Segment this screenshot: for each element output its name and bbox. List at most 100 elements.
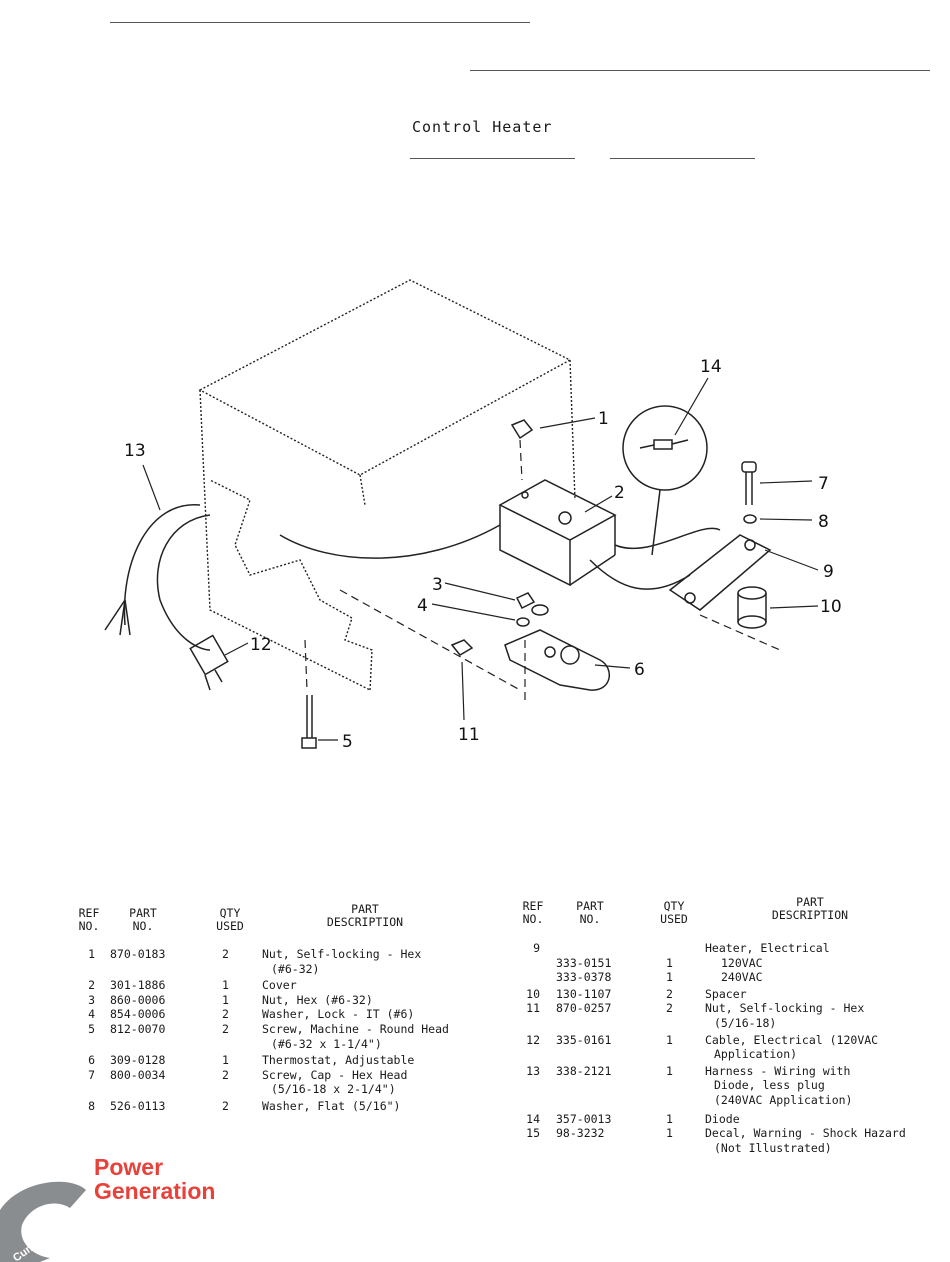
callout-8: 8 — [818, 512, 829, 532]
header-part-description: PART DESCRIPTION — [750, 896, 870, 922]
part-no-cell: 130-1107 — [556, 986, 612, 1001]
enclosure-top — [198, 279, 572, 476]
qty-cell: 1 — [666, 1032, 673, 1047]
part-no-cell: 870-0257 — [556, 1001, 612, 1016]
description-cell: Thermostat, Adjustable — [262, 1053, 415, 1068]
header-text: REF NO. — [522, 899, 544, 926]
header-text: QTY USED — [660, 899, 688, 926]
ref-no-cell: 12 — [526, 1032, 540, 1047]
ref-no-cell: 15 — [526, 1126, 540, 1141]
part-no-cell: 800-0034 — [110, 1067, 166, 1082]
part-no-cell: 333-0151 — [556, 955, 612, 970]
header-part-no: PART NO. — [118, 907, 168, 933]
description-cell: Heater, Electrical — [705, 941, 830, 955]
description-cell: Cover — [262, 978, 297, 993]
ref-no-cell: 7 — [88, 1067, 95, 1082]
description-cell: (240VAC Application) — [714, 1093, 853, 1107]
ref-no-cell: 4 — [88, 1007, 95, 1022]
header-qty-used: QTY USED — [210, 907, 250, 933]
description-cell: 120VAC — [721, 955, 763, 970]
callout-12: 12 — [250, 635, 272, 655]
callout-13: 13 — [124, 441, 146, 461]
qty-cell: 2 — [222, 1067, 229, 1082]
part-no-cell: 357-0013 — [556, 1111, 612, 1126]
header-qty-used: QTY USED — [654, 900, 694, 926]
callout-7: 7 — [818, 474, 829, 494]
ref-no-cell: 14 — [526, 1111, 540, 1126]
ref-no-cell: 6 — [88, 1053, 95, 1068]
ref-no-cell: 11 — [526, 1001, 540, 1016]
callout-3: 3 — [432, 575, 443, 595]
description-cell: Screw, Machine - Round Head — [262, 1022, 449, 1036]
qty-cell: 1 — [666, 1111, 673, 1126]
callout-11: 11 — [458, 725, 480, 745]
header-text: PART NO. — [129, 906, 157, 933]
description-cell: (5/16-18) — [714, 1016, 777, 1030]
divider — [410, 158, 575, 159]
part-no-cell: 338-2121 — [556, 1063, 612, 1078]
description-cell: Diode, less plug — [714, 1078, 825, 1093]
callout-10: 10 — [820, 597, 842, 617]
description-cell: Nut, Hex (#6-32) — [262, 992, 373, 1007]
logo-line-2: Generation — [94, 1178, 216, 1204]
callout-6: 6 — [634, 660, 645, 680]
logo-line-1: Power — [94, 1154, 164, 1180]
header-text: PART DESCRIPTION — [326, 902, 404, 929]
part-no-cell: 309-0128 — [110, 1053, 166, 1068]
description-cell: (5/16-18 x 2-1/4") — [271, 1082, 396, 1097]
qty-cell: 2 — [222, 1007, 229, 1022]
header-text: REF NO. — [78, 906, 100, 933]
header-part-description: PART DESCRIPTION — [305, 903, 425, 929]
enclosure-front — [199, 389, 371, 691]
description-cell: (Not Illustrated) — [714, 1140, 832, 1155]
callout-1: 1 — [598, 409, 609, 429]
qty-cell: 1 — [666, 970, 673, 985]
part-no-cell: 812-0070 — [110, 1022, 166, 1036]
qty-cell: 2 — [222, 1099, 229, 1113]
header-ref-no: REF NO. — [518, 900, 548, 926]
header-part-no: PART NO. — [565, 900, 615, 926]
page-title: Control Heater — [412, 118, 553, 136]
part-no-cell: 335-0161 — [556, 1032, 612, 1047]
qty-cell: 2 — [222, 947, 229, 961]
logo-wordmark: Power Generation — [94, 1155, 215, 1203]
ref-no-cell: 8 — [88, 1099, 95, 1113]
description-cell: (#6-32 x 1-1/4") — [271, 1036, 382, 1051]
ref-no-cell: 2 — [88, 978, 95, 993]
qty-cell: 1 — [666, 1126, 673, 1141]
description-cell: Application) — [714, 1047, 798, 1062]
callout-2: 2 — [614, 483, 625, 503]
divider — [470, 70, 930, 71]
description-cell: Washer, Flat (5/16") — [262, 1099, 401, 1113]
ref-no-cell: 13 — [526, 1063, 540, 1078]
exploded-parts-diagram: 1 2 3 4 5 6 7 8 9 10 11 12 13 14 — [104, 279, 842, 752]
ref-no-cell: 1 — [88, 947, 95, 961]
description-cell: Spacer — [705, 986, 747, 1001]
ref-no-cell: 9 — [533, 941, 540, 955]
qty-cell: 2 — [666, 1001, 673, 1016]
qty-cell: 1 — [666, 955, 673, 970]
ref-no-cell: 10 — [526, 986, 540, 1001]
description-cell: (#6-32) — [271, 961, 320, 976]
part-no-cell: 860-0006 — [110, 992, 166, 1007]
description-cell: Washer, Lock - IT (#6) — [262, 1007, 415, 1022]
cummins-logo: Cummins — [0, 1181, 86, 1262]
description-cell: Decal, Warning - Shock Hazard — [705, 1126, 906, 1141]
description-cell: Harness - Wiring with — [705, 1063, 851, 1078]
header-text: PART NO. — [576, 899, 604, 926]
description-cell: Diode — [705, 1111, 740, 1126]
part-no-cell: 333-0378 — [556, 970, 612, 985]
description-cell: Screw, Cap - Hex Head — [262, 1067, 408, 1082]
callout-5: 5 — [342, 732, 353, 752]
part-no-cell: 98-3232 — [556, 1126, 605, 1141]
ref-no-cell: 5 — [88, 1022, 95, 1036]
header-text: PART DESCRIPTION — [771, 895, 849, 922]
header-text: QTY USED — [216, 906, 244, 933]
callout-4: 4 — [417, 596, 428, 616]
description-cell: Nut, Self-locking - Hex — [705, 1001, 865, 1016]
divider — [610, 158, 755, 159]
callout-14: 14 — [700, 357, 722, 377]
qty-cell: 1 — [222, 992, 229, 1007]
cover-top — [498, 479, 617, 541]
qty-cell: 1 — [222, 1053, 229, 1068]
